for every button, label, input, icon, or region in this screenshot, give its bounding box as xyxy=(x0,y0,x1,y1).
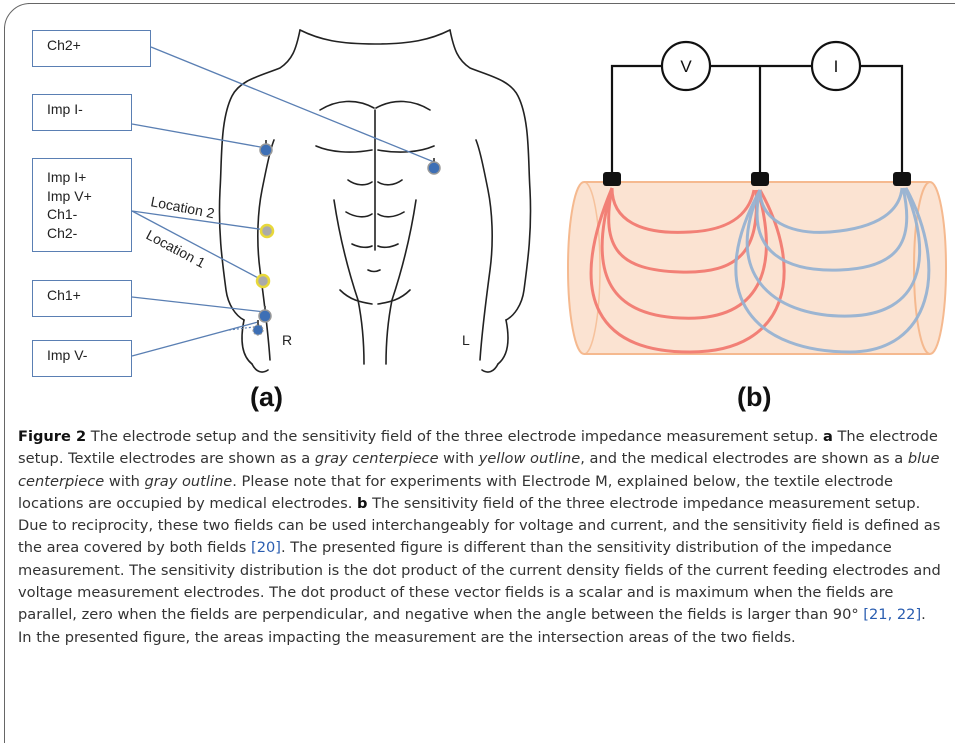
ammeter-icon xyxy=(810,40,862,92)
electrode-leads xyxy=(131,46,435,357)
box-imp-i-minus-label: Imp I- xyxy=(47,101,83,117)
box-imp-v-minus: Imp V- xyxy=(32,340,132,377)
box-group-line: Ch1- xyxy=(47,206,78,222)
left-side-label: L xyxy=(462,332,470,348)
figure-number: Figure 2 xyxy=(18,428,87,445)
tissue-cylinder xyxy=(567,181,947,355)
caption-paragraph: Figure 2 The electrode setup and the sen… xyxy=(18,426,943,649)
caption-text: with xyxy=(438,450,479,468)
caption-b-letter: b xyxy=(357,494,368,512)
figure-frame xyxy=(4,3,955,743)
caption-title: The electrode setup and the sensitivity … xyxy=(86,428,819,445)
panel-b-label: (b) xyxy=(737,382,772,412)
caption-italic: gray outline xyxy=(144,472,233,490)
caption-text: , and the medical electrodes are shown a… xyxy=(580,450,908,468)
circuit-wires xyxy=(610,64,904,174)
caption-text: . In the presented figure, the areas imp… xyxy=(18,606,926,646)
dotted-lead xyxy=(228,325,263,331)
figure-caption: Figure 2 The electrode setup and the sen… xyxy=(18,426,943,649)
reference-bracket: ] xyxy=(275,539,281,557)
right-side-label: R xyxy=(282,332,292,348)
reference-bracket: ] xyxy=(915,606,922,624)
reference-link-20[interactable]: 20 xyxy=(256,539,276,557)
caption-text: The sensitivity field of the three elect… xyxy=(18,494,941,557)
electrode-right xyxy=(893,172,911,186)
reference-bracket: [ xyxy=(863,606,869,624)
frame-corner xyxy=(4,3,30,29)
electrode-ch1-plus xyxy=(258,306,272,323)
electrode-ch2-plus xyxy=(427,158,441,175)
electrode-location-2 xyxy=(259,223,275,239)
current-field-lines xyxy=(589,187,786,354)
reference-bracket: [ xyxy=(250,539,257,557)
reference-link-21[interactable]: 21 xyxy=(869,606,888,624)
frame-top-border xyxy=(28,3,955,4)
panel-b-diagram: V I xyxy=(567,40,947,355)
box-imp-i-minus: Imp I- xyxy=(32,94,132,131)
voltmeter-icon xyxy=(660,40,712,92)
box-group-line: Imp I+ xyxy=(47,169,87,185)
box-ch2-plus-label: Ch2+ xyxy=(47,37,81,53)
reference-separator: , xyxy=(887,606,897,624)
caption-a-letter: a xyxy=(822,428,833,445)
electrode-imp-v-minus xyxy=(252,320,264,336)
box-imp-v-minus-label: Imp V- xyxy=(47,347,88,363)
panel-a-diagram: Location 2 Location 1 R L xyxy=(131,29,532,373)
box-ch2-plus: Ch2+ xyxy=(32,30,151,67)
caption-text: with xyxy=(104,472,145,490)
box-ch1-plus-label: Ch1+ xyxy=(47,287,81,303)
frame-left-border xyxy=(4,27,5,743)
panel-a-label: (a) xyxy=(250,382,283,412)
voltmeter-label: V xyxy=(680,57,692,76)
caption-text: . Please note that for experiments with … xyxy=(18,472,894,512)
voltage-field-lines xyxy=(734,187,931,354)
box-group-line: Imp V+ xyxy=(47,187,92,204)
box-ch1-plus: Ch1+ xyxy=(32,280,132,317)
caption-italic: blue centerpiece xyxy=(18,450,940,490)
box-electrode-group: Imp I+ Imp V+ Ch1- Ch2- xyxy=(32,158,132,252)
electrode-middle xyxy=(751,172,769,186)
caption-text: The electrode setup. Textile electrodes … xyxy=(18,428,938,468)
caption-text: . The presented figure is different than… xyxy=(18,539,941,624)
electrode-location-1 xyxy=(255,273,271,289)
electrode-left xyxy=(603,172,621,186)
reference-link-22[interactable]: 22 xyxy=(896,606,916,624)
caption-italic: yellow outline xyxy=(478,450,581,468)
electrode-ch2-minus-right xyxy=(259,140,273,157)
ammeter-label: I xyxy=(834,57,839,76)
caption-italic: gray centerpiece xyxy=(314,450,439,468)
box-group-line: Ch2- xyxy=(47,224,78,241)
